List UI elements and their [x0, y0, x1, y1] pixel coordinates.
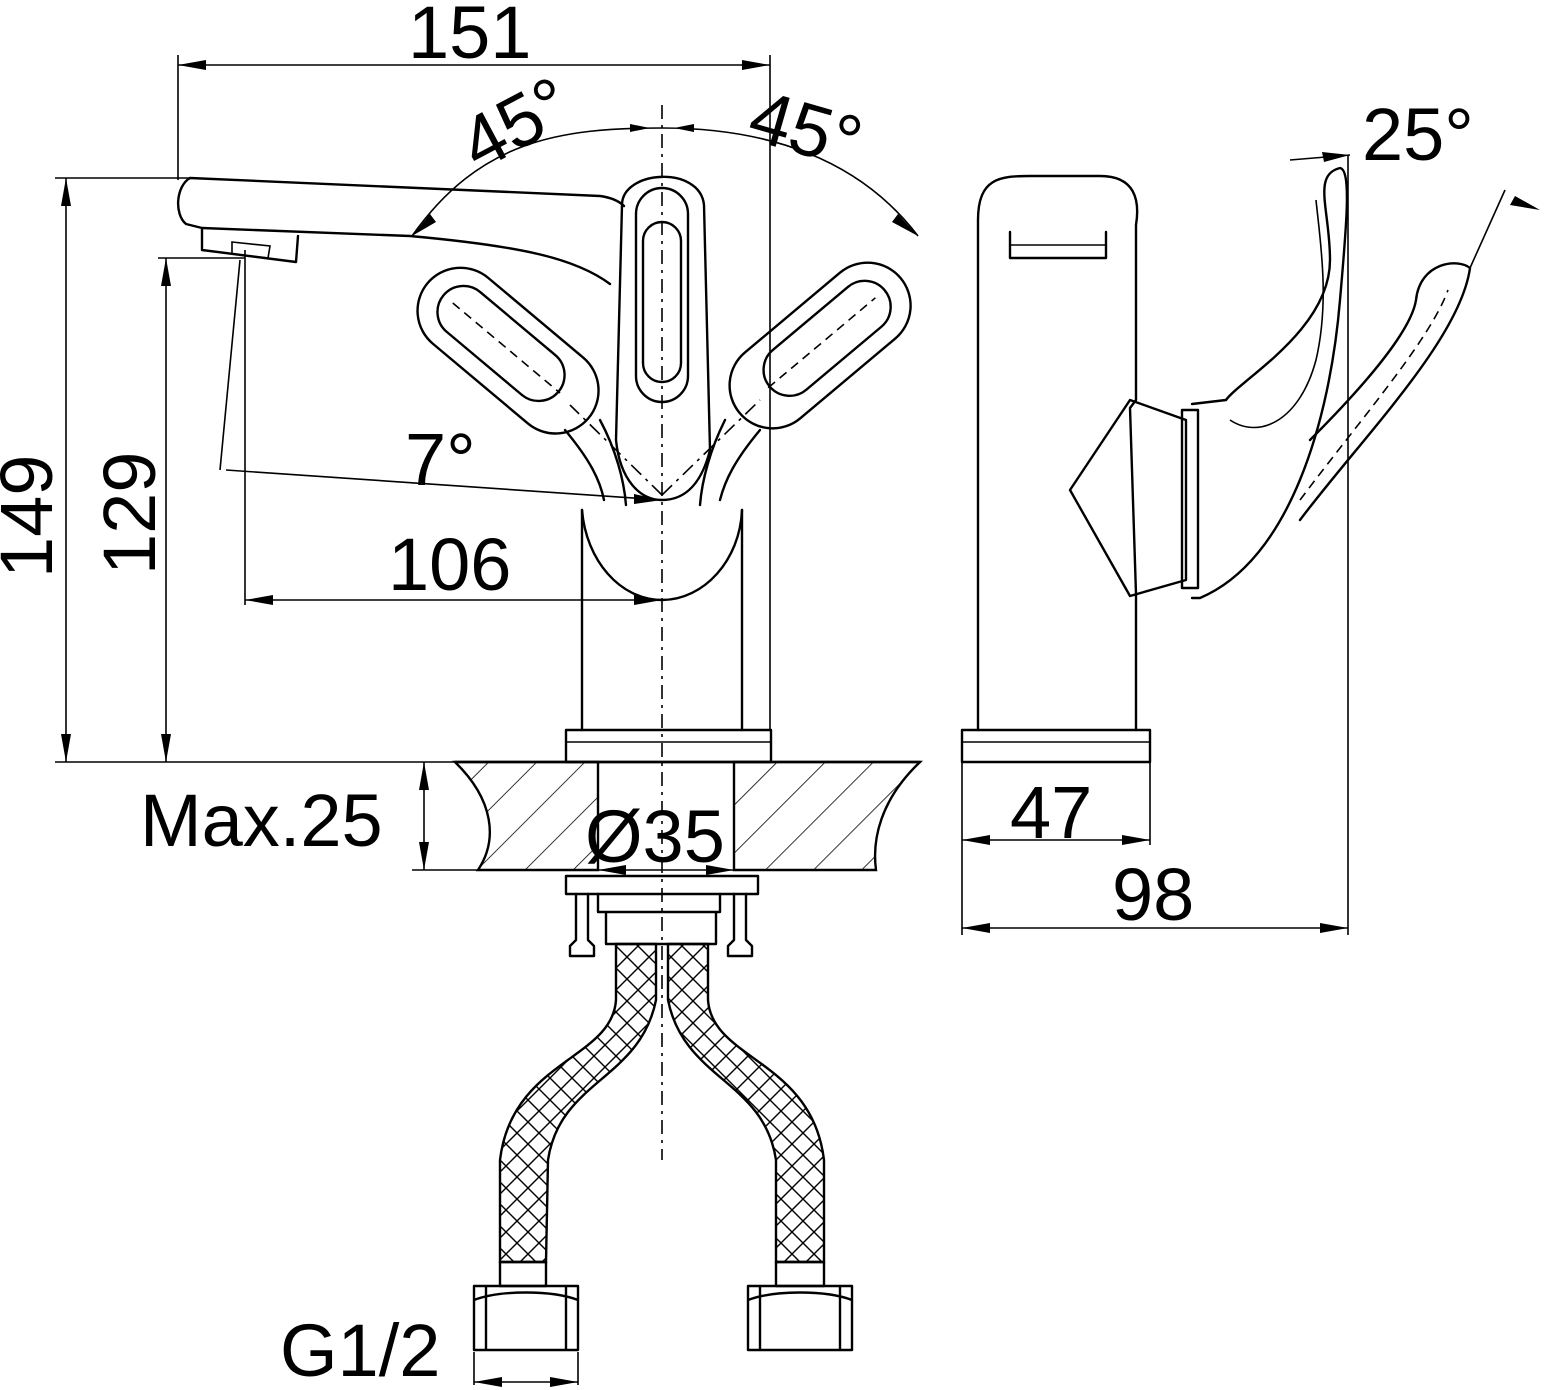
hose-nut-left: [472, 1284, 580, 1352]
center-handle-inset: [641, 220, 683, 384]
hose-right: [666, 942, 826, 1264]
dim-106: 106: [388, 523, 511, 606]
deck-section-left: [452, 760, 600, 872]
stud-right: [726, 892, 754, 958]
side-view: [960, 166, 1472, 764]
side-cartridge: [1068, 398, 1188, 598]
body-column: [580, 508, 744, 732]
ferrule-left: [498, 1260, 548, 1288]
dim-max25: Max.25: [140, 779, 383, 862]
hose-nut-right: [746, 1284, 854, 1352]
side-handle-inner: [1229, 199, 1325, 429]
mounting-nut: [596, 892, 722, 946]
left-handle: [416, 266, 600, 435]
side-cartridge-ring: [1180, 408, 1200, 590]
base-ring: [564, 728, 773, 764]
dim-149: 149: [0, 455, 68, 578]
side-handle-open-hidden: [1299, 289, 1449, 501]
mounting-plate: [564, 874, 760, 896]
side-base-ring: [960, 728, 1152, 764]
dim-25: 25°: [1362, 93, 1474, 176]
dim-98: 98: [1112, 853, 1194, 936]
dim-7: 7°: [405, 418, 476, 501]
front-view: [177, 105, 924, 1352]
dimension-labels: 151 45° 45° 25° 7° 149 129 106 Max.25 Ø3…: [0, 0, 1474, 1390]
aerator-detail: [231, 241, 271, 259]
side-body: [976, 174, 1139, 732]
right-handle-neck: [698, 418, 762, 507]
center-handle: [614, 175, 712, 502]
right-handle-axis: [661, 399, 761, 496]
dim-45-right: 45°: [741, 74, 871, 185]
dim-d35: Ø35: [585, 795, 725, 878]
stud-left: [568, 892, 596, 958]
center-handle-slot: [634, 186, 690, 404]
dim-151: 151: [408, 0, 531, 74]
deck-section-right: [732, 760, 924, 872]
side-handle-open: [1298, 262, 1472, 522]
right-handle: [728, 261, 912, 430]
side-handle: [1190, 166, 1349, 600]
left-handle-axis: [569, 404, 663, 496]
dim-g12: G1/2: [280, 1309, 440, 1390]
dimension-lines: [55, 55, 1540, 1387]
aerator: [200, 226, 300, 264]
dim-45-left: 45°: [447, 60, 585, 186]
hose-left: [498, 942, 658, 1264]
ferrule-right: [774, 1260, 826, 1288]
dim-129: 129: [88, 452, 171, 575]
dim-47: 47: [1010, 771, 1092, 854]
